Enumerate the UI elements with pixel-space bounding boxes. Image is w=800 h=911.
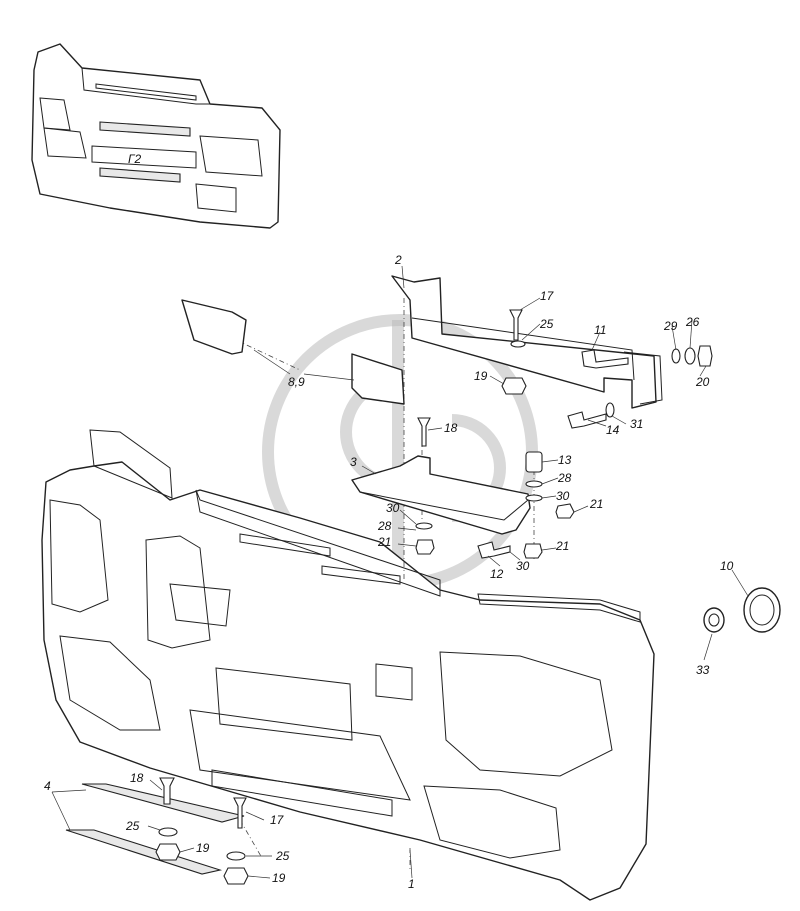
callout-30-right: 30 (556, 489, 570, 503)
callout-21-low: 21 (555, 539, 569, 553)
upper-mounting-bracket (391, 275, 663, 409)
callout-3: 3 (350, 455, 357, 469)
callout-25: 25 (539, 317, 554, 331)
leader-lines (51, 265, 749, 879)
callout-11: 11 (594, 323, 606, 337)
callout-2: 2 (394, 253, 402, 267)
callout-21-left: 21 (377, 535, 391, 549)
callout-25-low-left: 25 (125, 819, 140, 833)
bumper-overview-thumbnail: Г2 (31, 43, 281, 229)
callout-33: 33 (696, 663, 710, 677)
callout-20: 20 (695, 375, 710, 389)
callout-8-9: 8,9 (288, 375, 305, 389)
callout-labels: 2 17 25 11 29 26 19 20 14 31 18 3 13 28 … (44, 253, 734, 891)
callout-25-low-right: 25 (275, 849, 290, 863)
callout-28-right: 28 (557, 471, 572, 485)
plug-33 (703, 607, 725, 633)
callout-21-right: 21 (589, 497, 603, 511)
callout-17-low: 17 (270, 813, 285, 827)
thumbnail-marking: Г2 (128, 152, 142, 166)
callout-4: 4 (44, 779, 51, 793)
callout-1: 1 (408, 877, 415, 891)
callout-26: 26 (685, 315, 700, 329)
callout-18-low: 18 (130, 771, 144, 785)
callout-31: 31 (630, 417, 643, 431)
callout-18-mid: 18 (444, 421, 458, 435)
callout-28-left: 28 (377, 519, 392, 533)
side-cap-parts (181, 299, 405, 405)
fasteners (155, 309, 713, 885)
callout-19-upper: 19 (474, 369, 488, 383)
callout-29: 29 (663, 319, 678, 333)
callout-19-low-left: 19 (196, 841, 210, 855)
callout-30-low: 30 (516, 559, 530, 573)
callout-30-left: 30 (386, 501, 400, 515)
callout-12: 12 (490, 567, 504, 581)
lower-mounting-bracket (351, 455, 531, 535)
bumper-shell (41, 429, 655, 901)
grille-inserts (65, 783, 245, 875)
callout-14: 14 (606, 423, 620, 437)
callout-13: 13 (558, 453, 572, 467)
round-cover-10 (743, 587, 781, 633)
callout-17: 17 (540, 289, 555, 303)
callout-19-low-right: 19 (272, 871, 286, 885)
callout-10: 10 (720, 559, 734, 573)
